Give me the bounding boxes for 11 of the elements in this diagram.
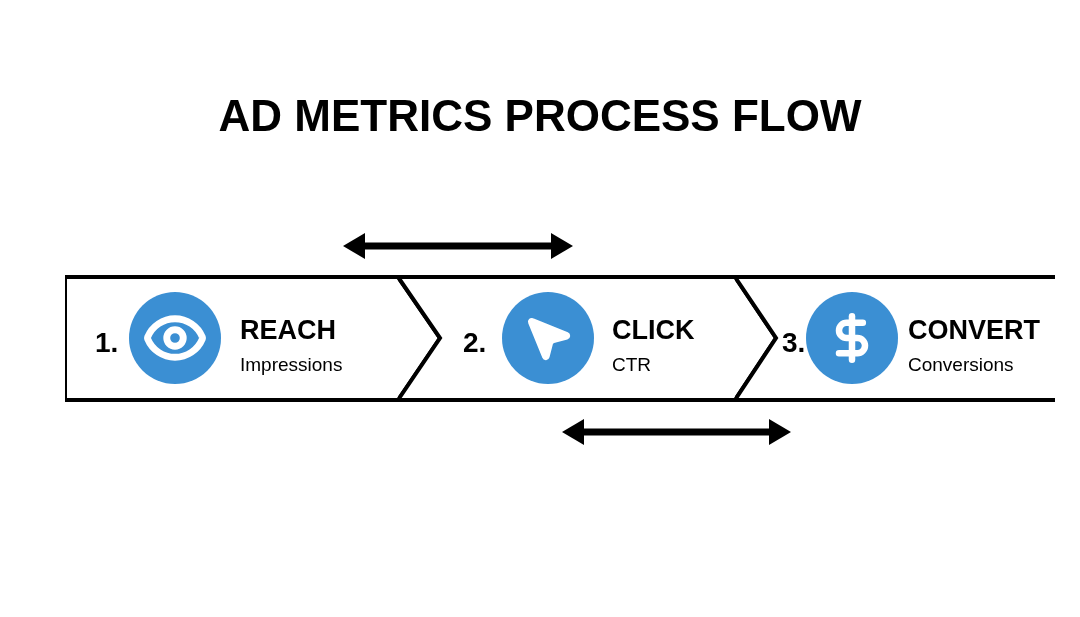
step-heading: REACH — [240, 315, 336, 345]
step-metric: Conversions — [908, 354, 1014, 376]
step-metric: Impressions — [240, 354, 343, 376]
step-heading: CONVERT — [908, 315, 1040, 345]
chevron-step — [735, 275, 1057, 402]
step-number: 2. — [463, 327, 487, 359]
step-metric: CTR — [612, 354, 652, 376]
step-heading: CLICK — [612, 315, 695, 345]
title: AD METRICS PROCESS FLOW — [218, 90, 862, 142]
step-number: 1. — [95, 327, 119, 359]
step-number: 3. — [782, 327, 806, 359]
